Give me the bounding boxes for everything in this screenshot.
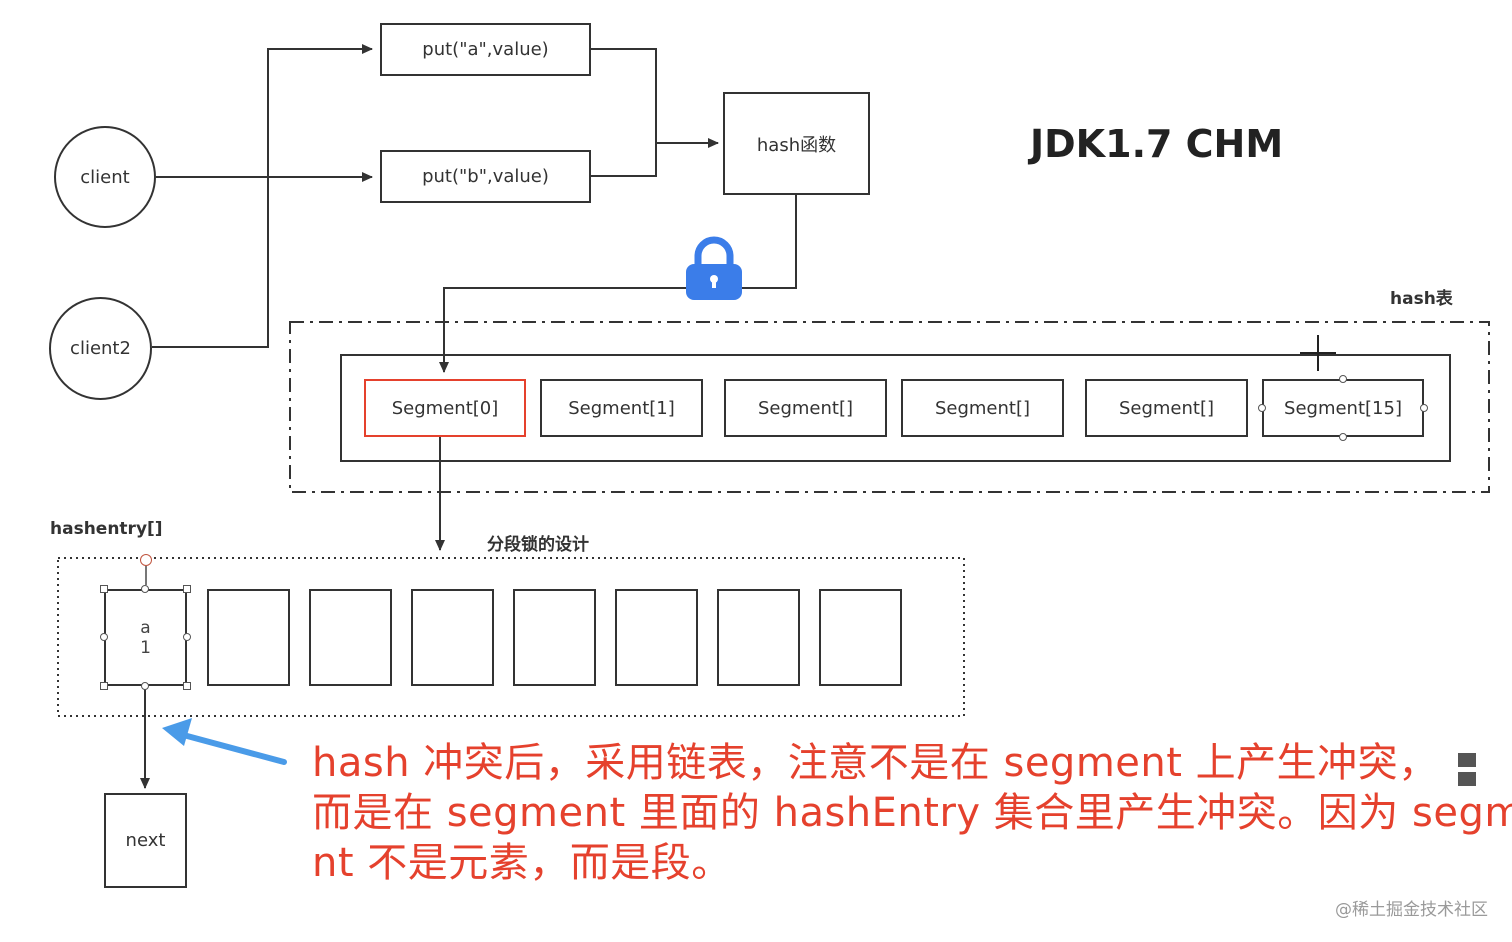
resize-handle[interactable] <box>141 585 149 593</box>
entry-cell-selected[interactable]: a 1 <box>104 589 187 686</box>
resize-handle[interactable] <box>1339 375 1347 383</box>
resize-handle[interactable] <box>183 585 191 593</box>
client-node: client <box>54 126 156 228</box>
segment-4: Segment[] <box>1085 379 1248 437</box>
put-a-label: put("a",value) <box>422 39 549 60</box>
entry-slot <box>513 589 596 686</box>
entry-slot <box>411 589 494 686</box>
edge-ellipsis-marks <box>1458 752 1512 790</box>
segment-label: Segment[1] <box>568 397 675 419</box>
hash-function-label: hash函数 <box>756 134 837 156</box>
hashentry-frame <box>57 557 965 717</box>
annotation-arrow <box>162 718 287 765</box>
rotate-handle-stem <box>145 566 147 585</box>
segment-15: Segment[15] <box>1262 379 1424 437</box>
hashentry-label: hashentry[] <box>50 519 163 539</box>
put-a-to-hash-line <box>591 48 657 143</box>
resize-handle[interactable] <box>1339 433 1347 441</box>
resize-handle[interactable] <box>141 682 149 690</box>
entry-slot <box>309 589 392 686</box>
resize-handle[interactable] <box>100 682 108 690</box>
note-line-1: hash 冲突后，采用链表，注意不是在 segment 上产生冲突， <box>312 740 1439 786</box>
entry-value: 1 <box>140 637 151 658</box>
hash-function-node: hash函数 <box>723 92 870 195</box>
hash-table-frame <box>289 321 1490 493</box>
client-label: client <box>80 166 130 188</box>
note-line-2: 而是在 segment 里面的 hashEntry 集合里产生冲突。因为 seg… <box>312 790 1512 836</box>
put-b-to-hash-line <box>591 143 657 177</box>
annotation-note: hash 冲突后，采用链表，注意不是在 segment 上产生冲突， 而是在 s… <box>312 738 1512 888</box>
entry-slot <box>819 589 902 686</box>
entry-slot <box>207 589 290 686</box>
crosshair-icon <box>1300 335 1336 371</box>
segment-2: Segment[] <box>724 379 887 437</box>
resize-handle[interactable] <box>100 633 108 641</box>
entry-key: a <box>140 617 151 638</box>
resize-handle[interactable] <box>183 682 191 690</box>
diagram-title: JDK1.7 CHM <box>1030 122 1284 166</box>
client2-to-put-a-arrow <box>152 44 373 348</box>
put-b-node: put("b",value) <box>380 150 591 203</box>
entry-slot <box>615 589 698 686</box>
rotate-handle[interactable] <box>140 554 152 566</box>
next-label: next <box>125 830 166 851</box>
next-node: next <box>104 793 187 888</box>
segment-label: Segment[] <box>934 397 1031 419</box>
hash-table-label: hash表 <box>1390 289 1453 309</box>
segment-3: Segment[] <box>901 379 1064 437</box>
put-b-label: put("b",value) <box>422 166 549 187</box>
segment-lock-label: 分段锁的设计 <box>487 535 589 555</box>
segment-label: Segment[0] <box>391 397 499 419</box>
segment-label: Segment[] <box>757 397 854 419</box>
client2-label: client2 <box>70 338 131 359</box>
segment-label: Segment[] <box>1118 397 1215 419</box>
entry-slot <box>717 589 800 686</box>
put-a-node: put("a",value) <box>380 23 591 76</box>
segment-1: Segment[1] <box>540 379 703 437</box>
resize-handle[interactable] <box>1258 404 1266 412</box>
resize-handle[interactable] <box>1420 404 1428 412</box>
segments-container <box>340 354 1451 462</box>
lock-icon <box>686 236 742 300</box>
segment-0: Segment[0] <box>364 379 526 437</box>
note-line-3: nt 不是元素，而是段。 <box>312 840 732 886</box>
client2-node: client2 <box>49 297 152 400</box>
resize-handle[interactable] <box>183 633 191 641</box>
resize-handle[interactable] <box>100 585 108 593</box>
segment-label: Segment[15] <box>1284 397 1402 419</box>
hash-to-segment0-arrow <box>439 195 797 373</box>
watermark: @稀土掘金技术社区 <box>1335 900 1488 920</box>
